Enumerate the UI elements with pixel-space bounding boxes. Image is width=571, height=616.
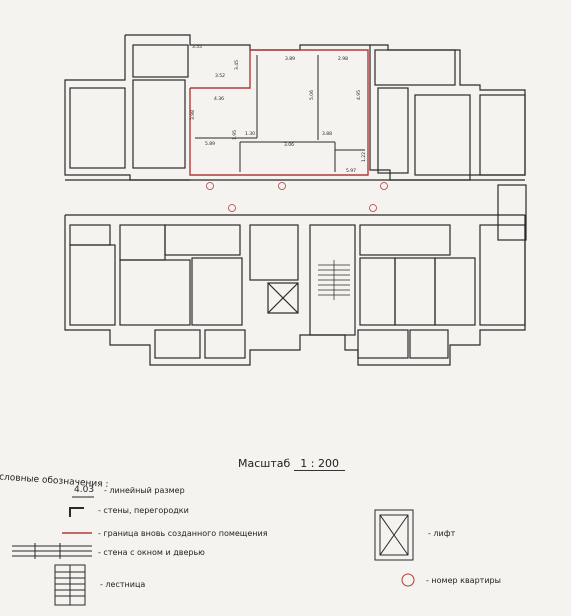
apartment-circle [278, 182, 286, 190]
dim-label: 4.95 [356, 90, 362, 100]
dim-label: 3.45 [234, 60, 240, 70]
dim-label: 3.88 [322, 131, 332, 137]
apartment-circle [206, 182, 214, 190]
dim-label: 5.97 [346, 168, 356, 174]
apartment-circle [369, 204, 377, 212]
building-walls [64, 34, 527, 366]
new-room-partitions [195, 55, 365, 172]
scale-title: Масштаб [238, 457, 291, 470]
dim-label: 3.52 [215, 73, 225, 79]
legend-apartment-text: - номер квартиры [426, 576, 501, 585]
legend-window-symbol [12, 543, 92, 559]
apartment-circle [380, 182, 388, 190]
apartment-circle [228, 204, 236, 212]
apartment-markers [206, 182, 388, 212]
legend-lift-symbol [374, 509, 414, 561]
dim-label: 5.06 [309, 90, 315, 100]
new-room-boundary [189, 49, 369, 176]
dim-label: 1.95 [232, 130, 238, 140]
dim-label: 4.36 [214, 96, 224, 102]
legend-stairs-symbol [54, 564, 86, 606]
legend-window-text: - стена с окном и дверью [98, 548, 205, 557]
legend-walls-symbol [69, 507, 84, 517]
dim-label: 5.89 [205, 141, 215, 147]
dim-label: 3.55 [192, 44, 202, 50]
dim-label: 1.22 [361, 152, 367, 162]
legend-lift-text: - лифт [428, 529, 456, 538]
scale-value: 1 : 200 [294, 457, 345, 471]
legend-stairs-text: - лестница [100, 580, 146, 589]
dim-label: 2.98 [338, 56, 348, 62]
legend-linear-text: - линейный размер [104, 486, 185, 495]
legend-apartment-symbol [401, 573, 415, 587]
dim-label: 3.98 [190, 110, 196, 120]
dim-label: 1.30 [245, 131, 255, 137]
legend-symbols [12, 496, 415, 606]
dim-label: 3.89 [285, 56, 295, 62]
dim-label: 3.06 [284, 142, 294, 148]
legend-walls-text: - стены, перегородки [98, 506, 189, 515]
legend-sample-dimension: 4.03 [74, 485, 95, 495]
legend-boundary-text: - граница вновь созданного помещения [98, 529, 268, 538]
